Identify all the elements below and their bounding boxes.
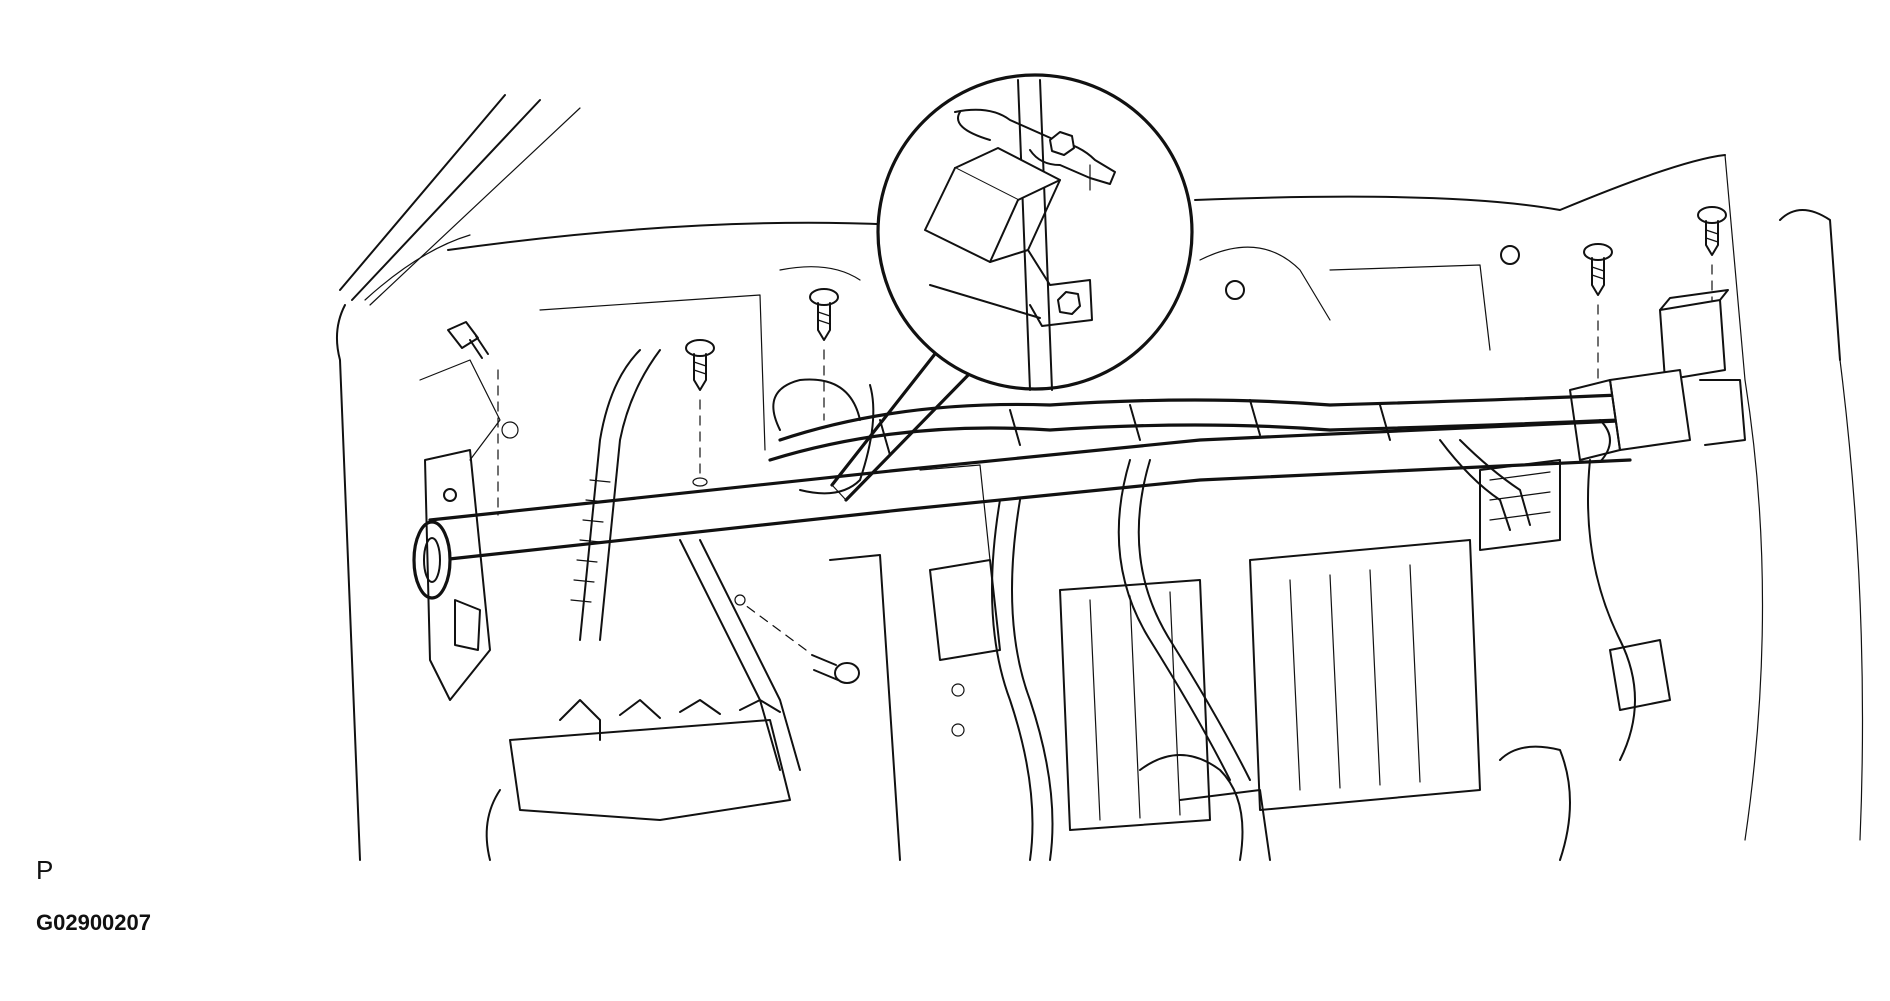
figure-code: G02900207 bbox=[36, 910, 151, 935]
screw-6 bbox=[1697, 206, 1727, 301]
screw-4 bbox=[734, 594, 860, 684]
screw-1 bbox=[447, 321, 499, 516]
right-relay bbox=[1569, 289, 1746, 461]
screw-5 bbox=[1583, 243, 1613, 381]
left-door-frame bbox=[335, 94, 581, 861]
cross-car-beam bbox=[412, 418, 1642, 600]
wire-harness bbox=[570, 349, 1622, 861]
screw-3 bbox=[809, 288, 839, 421]
screw-2 bbox=[685, 339, 715, 487]
lower-components bbox=[485, 459, 1671, 861]
left-brackets bbox=[419, 359, 519, 701]
view-label: P bbox=[36, 855, 54, 885]
detail-callout bbox=[830, 73, 1194, 502]
dash-upper-edge bbox=[447, 154, 1864, 841]
